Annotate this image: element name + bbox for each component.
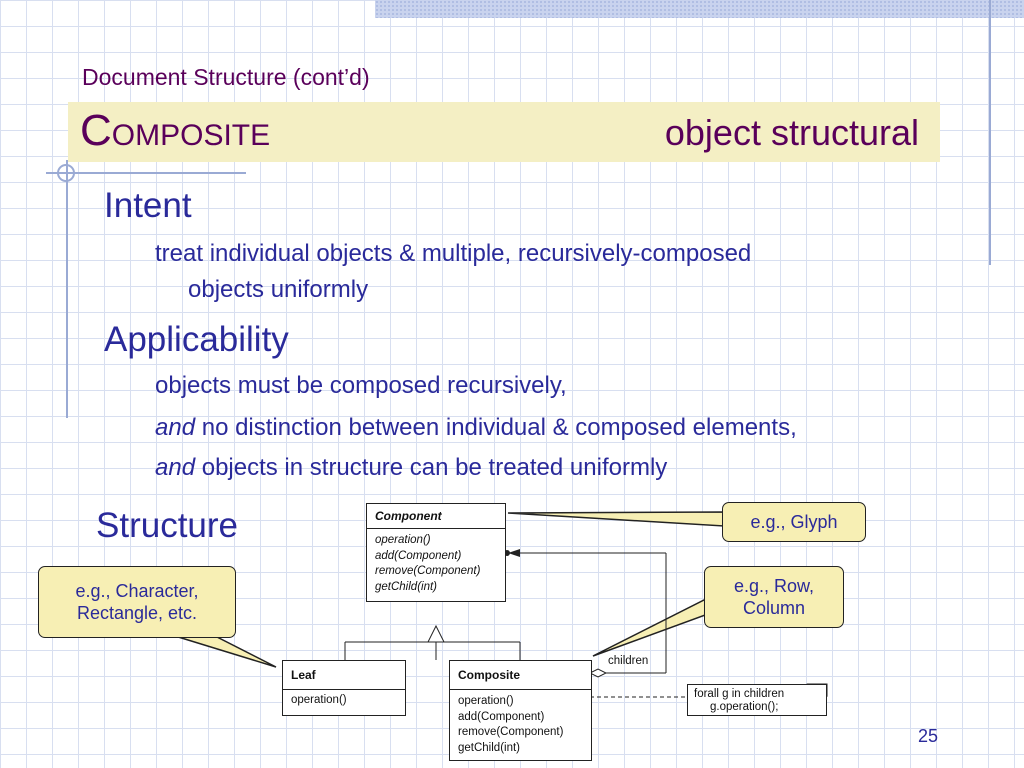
pattern-classification: object structural xyxy=(664,112,919,153)
composite-callout-pointer xyxy=(592,596,709,657)
intent-line-2: objects uniformly xyxy=(188,276,369,303)
composite-op: add(Component) xyxy=(458,710,545,723)
title-bar xyxy=(68,102,940,162)
glyph-callout: e.g., Glyph xyxy=(722,502,866,542)
leaf-op: operation() xyxy=(291,694,347,706)
aggregation-diamond xyxy=(588,668,608,678)
leaf-callout-pointer xyxy=(174,635,277,668)
composite-op: remove(Component) xyxy=(458,726,564,738)
leaf-callout-line-1: e.g., Character, xyxy=(75,581,199,601)
leaf-class-box: Leaf operation() xyxy=(282,660,406,716)
leaf-class-name: Leaf xyxy=(291,668,316,682)
note-line-1: forall g in children xyxy=(694,688,785,700)
composite-operation-note: forall g in children g.operation(); xyxy=(687,684,827,716)
component-op: add(Component) xyxy=(375,549,462,562)
composite-callout-line-2: Column xyxy=(742,598,806,618)
right-decoration-line xyxy=(989,0,991,265)
left-decoration-line xyxy=(66,160,68,418)
structure-heading: Structure xyxy=(96,506,238,545)
inheritance-triangle xyxy=(427,624,445,643)
applicability-line-1: objects must be composed recursively, xyxy=(155,372,567,399)
leaf-callout-line-2: Rectangle, etc. xyxy=(76,603,198,623)
composite-callout: e.g., Row, Column xyxy=(704,566,844,628)
top-decoration-band xyxy=(375,0,1024,18)
composite-class-box: Composite operation() add(Component) rem… xyxy=(449,660,592,761)
arrowhead xyxy=(508,549,520,557)
composite-op: operation() xyxy=(458,695,514,707)
leaf-callout: e.g., Character, Rectangle, etc. xyxy=(38,566,236,638)
component-class-name: Component xyxy=(375,509,442,523)
children-label: children xyxy=(608,655,649,667)
component-op: operation() xyxy=(375,534,431,546)
composite-class-name: Composite xyxy=(458,668,521,682)
and-emphasis: and xyxy=(155,454,196,481)
composite-op: getChild(int) xyxy=(458,741,520,754)
applicability-line-2: and no distinction between individual & … xyxy=(155,414,797,441)
applicability-line-3: and objects in structure can be treated … xyxy=(155,454,668,481)
left-decoration-hline xyxy=(46,172,246,174)
composite-callout-line-1: e.g., Row, xyxy=(733,576,815,596)
title-rest: OMPOSITE xyxy=(111,119,271,152)
component-class-box: Component operation() add(Component) rem… xyxy=(366,503,506,602)
glyph-callout-text: e.g., Glyph xyxy=(750,512,838,532)
glyph-callout-pointer xyxy=(507,511,725,527)
decoration-ring xyxy=(57,164,75,182)
title-cap-letter: C xyxy=(80,106,112,155)
intent-line-1: treat individual objects & multiple, rec… xyxy=(155,240,752,267)
slide-title: COMPOSITE xyxy=(80,106,270,156)
component-op: getChild(int) xyxy=(375,580,437,593)
intent-heading: Intent xyxy=(104,186,192,225)
and-emphasis: and xyxy=(155,414,196,441)
applicability-heading: Applicability xyxy=(104,320,289,359)
component-op: remove(Component) xyxy=(375,565,481,577)
page-number: 25 xyxy=(917,726,938,746)
slide-subtitle: Document Structure (cont’d) xyxy=(82,64,370,90)
note-line-2: g.operation(); xyxy=(710,701,779,713)
